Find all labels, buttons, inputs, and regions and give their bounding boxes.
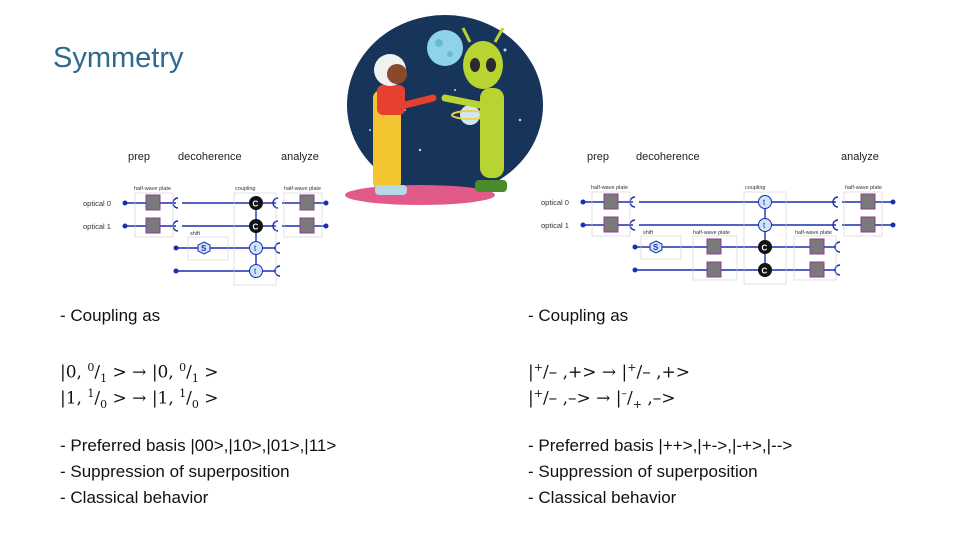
target-gate: t	[758, 195, 772, 209]
wire-label-optical1: optical 1	[83, 222, 111, 231]
control-gate: C	[758, 263, 772, 277]
coupling-heading: - Coupling as	[528, 306, 629, 325]
classical-line: - Classical behavior	[528, 488, 677, 507]
wire-label-optical0: optical 0	[83, 199, 111, 208]
svg-text:t: t	[763, 198, 766, 207]
hwp-gate	[299, 217, 315, 234]
hwp-gate	[299, 194, 315, 211]
box-label-hwp-analyze: half-wave plate	[284, 186, 321, 192]
hwp-gate	[603, 216, 619, 233]
box-label-coupling: coupling	[235, 186, 256, 192]
svg-text:t: t	[254, 267, 257, 276]
hwp-gate	[706, 261, 722, 278]
shift-gate: S	[649, 240, 663, 254]
hwp-gate	[860, 216, 876, 233]
section-analyze: analyze	[841, 151, 879, 163]
box-label-hwp-prep: half-wave plate	[134, 186, 171, 192]
wire-label-optical1: optical 1	[541, 221, 569, 230]
suppression-line: - Suppression of superposition	[528, 462, 758, 481]
hwp-gate	[860, 193, 876, 210]
hwp-gate	[809, 261, 825, 278]
coupling-equation-2: |1, 1/0 > → |1, 1/0 >	[60, 387, 219, 412]
control-gate: C	[249, 196, 263, 210]
target-gate: t	[249, 241, 263, 255]
coupling-equation-1: |+/– ,+> → |+/– ,+>	[528, 361, 691, 383]
arrow-icon: →	[601, 362, 617, 383]
box-label-shift: shift	[643, 230, 654, 236]
hwp-gate	[809, 238, 825, 255]
circuit-right: prep decoherence analyze optical 0 optic…	[538, 145, 908, 290]
hwp-gate	[706, 238, 722, 255]
box-label-hwp-mid2: half-wave plate	[795, 230, 832, 236]
section-prep: prep	[587, 151, 609, 163]
suppression-line: - Suppression of superposition	[60, 462, 290, 481]
preferred-basis: - Preferred basis |++>,|+->,|-+>,|-->	[528, 436, 793, 455]
svg-text:S: S	[201, 244, 207, 253]
box-label-hwp-analyze: half-wave plate	[845, 185, 882, 191]
svg-text:C: C	[762, 267, 768, 276]
svg-text:t: t	[763, 221, 766, 230]
svg-text:C: C	[762, 244, 768, 253]
preferred-basis: - Preferred basis |00>,|10>,|01>,|11>	[60, 436, 337, 455]
circuit-left: prep decoherence analyze optical 0 optic…	[80, 145, 340, 290]
arrow-icon: →	[132, 362, 147, 383]
hwp-gate	[145, 194, 161, 211]
box-label-hwp-prep: half-wave plate	[591, 185, 628, 191]
shift-gate: S	[197, 241, 211, 255]
wire-label-optical0: optical 0	[541, 198, 569, 207]
arrow-icon: →	[132, 388, 147, 409]
svg-text:t: t	[254, 244, 257, 253]
svg-text:C: C	[253, 200, 259, 209]
coupling-equation-2: |+/– ,–> → |–/+ ,–>	[528, 387, 676, 412]
classical-line: - Classical behavior	[60, 488, 209, 507]
section-analyze: analyze	[281, 151, 319, 163]
hwp-gate	[603, 193, 619, 210]
svg-text:C: C	[253, 223, 259, 232]
hwp-gate	[145, 217, 161, 234]
target-gate: t	[758, 218, 772, 232]
left-text-column: - Coupling as |0, 0/1 > → |0, 0/1 > |1, …	[60, 303, 336, 511]
slide-title: Symmetry	[53, 42, 184, 74]
arrow-icon: →	[596, 388, 611, 409]
right-text-column: - Coupling as |+/– ,+> → |+/– ,+> |+/– ,…	[528, 303, 792, 511]
section-prep: prep	[128, 151, 150, 163]
box-label-coupling: coupling	[745, 185, 766, 191]
astronaut-alien-illustration	[345, 10, 545, 215]
control-gate: C	[758, 240, 772, 254]
section-decoherence: decoherence	[178, 151, 242, 163]
box-label-shift: shift	[190, 231, 201, 237]
control-gate: C	[249, 219, 263, 233]
section-decoherence: decoherence	[636, 151, 700, 163]
svg-text:S: S	[653, 243, 659, 252]
target-gate: t	[249, 264, 263, 278]
box-label-hwp-mid: half-wave plate	[693, 230, 730, 236]
coupling-heading: - Coupling as	[60, 306, 161, 325]
coupling-equation-1: |0, 0/1 > → |0, 0/1 >	[60, 361, 219, 386]
